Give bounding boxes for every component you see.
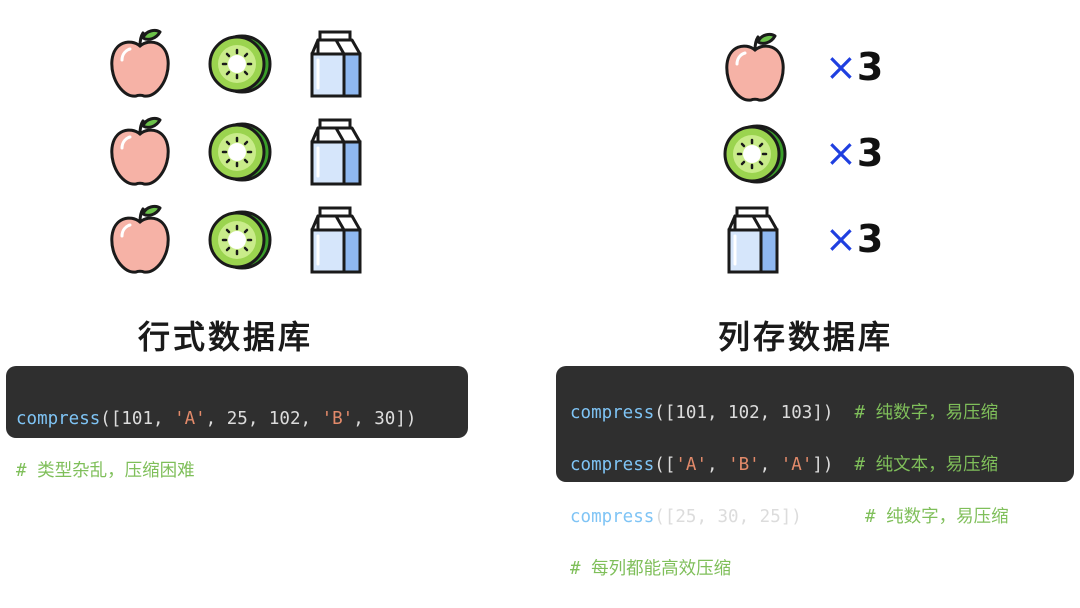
- milk-carton-icon: [298, 112, 378, 192]
- code-line: compress(['A', 'B', 'A']) # 纯文本，易压缩: [570, 452, 1074, 478]
- column-row-milk: ×3: [715, 200, 915, 280]
- code-args: ,: [706, 455, 729, 475]
- code-padding: [833, 403, 854, 423]
- code-function: compress: [570, 507, 655, 527]
- code-args: ,: [759, 455, 781, 475]
- code-padding: [833, 455, 854, 475]
- kiwi-icon: [200, 200, 280, 280]
- code-args: , 30]): [353, 409, 417, 429]
- column-row-apple: ×3: [715, 28, 915, 108]
- milk-carton-icon: [715, 200, 795, 280]
- code-comment: # 每列都能高效压缩: [570, 559, 732, 579]
- multiply-sign: ×: [825, 45, 857, 89]
- code-function: compress: [570, 455, 655, 475]
- code-args: ([: [654, 455, 676, 475]
- milk-carton-icon: [298, 24, 378, 104]
- code-function: compress: [570, 403, 655, 423]
- column-store-title: 列存数据库: [718, 318, 894, 356]
- code-function: compress: [16, 409, 101, 429]
- code-string: 'A': [675, 455, 707, 475]
- code-args: ([101, 102, 103]): [654, 403, 834, 423]
- kiwi-icon: [715, 114, 795, 194]
- milk-carton-icon: [298, 200, 378, 280]
- column-row-kiwi: ×3: [715, 114, 915, 194]
- multiply-sign: ×: [825, 131, 857, 175]
- code-args: ([25, 30, 25]): [654, 507, 802, 527]
- code-args: ([101,: [100, 409, 175, 429]
- apple-icon: [715, 28, 795, 108]
- code-padding: [802, 507, 865, 527]
- code-comment: # 纯数字，易压缩: [854, 403, 999, 423]
- apple-icon: [100, 200, 180, 280]
- code-line: compress([25, 30, 25]) # 纯数字，易压缩: [570, 504, 1074, 530]
- multiplier: ×3: [825, 214, 883, 264]
- column-store-code-block: compress([101, 102, 103]) # 纯数字，易压缩 comp…: [556, 366, 1074, 579]
- count: 3: [856, 217, 884, 261]
- multiplier: ×3: [825, 128, 883, 178]
- code-line: compress([101, 102, 103]) # 纯数字，易压缩: [570, 400, 1074, 426]
- multiply-sign: ×: [825, 217, 857, 261]
- apple-icon: [100, 24, 180, 104]
- row-store-title: 行式数据库: [138, 318, 314, 356]
- code-string: 'A': [174, 409, 206, 429]
- row-store-grid: [100, 24, 380, 284]
- row-store-code-block: compress([101, 'A', 25, 102, 'B', 30]) #…: [6, 366, 468, 481]
- multiplier: ×3: [825, 42, 883, 92]
- code-line: compress([101, 'A', 25, 102, 'B', 30]): [16, 406, 468, 432]
- code-args: ]): [812, 455, 834, 475]
- code-string: 'B': [321, 409, 354, 429]
- code-comment: # 纯文本，易压缩: [854, 455, 999, 475]
- code-string: 'A': [780, 455, 813, 475]
- code-string: 'B': [728, 455, 760, 475]
- count: 3: [856, 45, 884, 89]
- apple-icon: [100, 112, 180, 192]
- kiwi-icon: [200, 112, 280, 192]
- code-comment: # 纯数字，易压缩: [865, 507, 1009, 527]
- kiwi-icon: [200, 24, 280, 104]
- code-comment: # 类型杂乱，压缩困难: [16, 461, 195, 481]
- count: 3: [856, 131, 884, 175]
- code-args: , 25, 102,: [205, 409, 322, 429]
